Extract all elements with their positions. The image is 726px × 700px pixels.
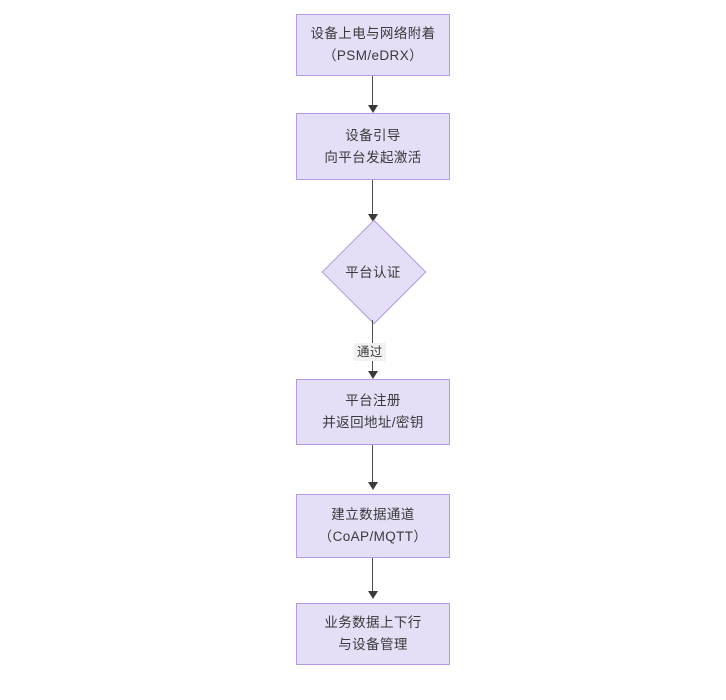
flow-node-business-data-line-1: 业务数据上下行 bbox=[324, 615, 422, 630]
flow-node-business-data[interactable]: 业务数据上下行 与设备管理 bbox=[296, 603, 450, 665]
flow-edge-n5-n6 bbox=[372, 558, 373, 591]
flow-node-device-bootstrap-line-1: 设备引导 bbox=[345, 127, 401, 143]
flow-arrowhead-n5-n6 bbox=[368, 591, 378, 599]
flow-edge-n4-n5 bbox=[372, 445, 373, 482]
flow-node-platform-register[interactable]: 平台注册 并返回地址/密钥 bbox=[296, 379, 450, 445]
flow-node-platform-auth-label: 平台认证 bbox=[345, 265, 401, 280]
flow-arrowhead-n4-n5 bbox=[368, 482, 378, 490]
flow-node-power-on-line-2: （PSM/eDRX） bbox=[322, 48, 424, 63]
flow-node-platform-register-line-1: 平台注册 bbox=[345, 393, 401, 408]
flow-node-business-data-line-2: 与设备管理 bbox=[338, 637, 408, 652]
flow-edge-label-pass: 通过 bbox=[354, 343, 386, 361]
flow-node-power-on[interactable]: 设备上电与网络附着 （PSM/eDRX） bbox=[296, 14, 450, 76]
flow-edge-n2-n3 bbox=[372, 180, 373, 214]
flow-node-device-bootstrap[interactable]: 设备引导 向平台发起激活 bbox=[296, 113, 450, 180]
flow-arrowhead-n1-n2 bbox=[368, 105, 378, 113]
flow-node-device-bootstrap-line-2: 向平台发起激活 bbox=[324, 149, 422, 165]
flow-node-data-channel-line-1: 建立数据通道 bbox=[331, 507, 415, 522]
flow-node-data-channel[interactable]: 建立数据通道 （CoAP/MQTT） bbox=[296, 494, 450, 558]
flow-edge-n1-n2 bbox=[372, 76, 373, 105]
flow-arrowhead-n3-n4 bbox=[368, 371, 378, 379]
flow-node-platform-auth[interactable]: 平台认证 bbox=[321, 219, 427, 325]
flow-node-platform-register-line-2: 并返回地址/密钥 bbox=[322, 415, 424, 430]
flow-node-power-on-line-1: 设备上电与网络附着 bbox=[310, 26, 436, 41]
flow-node-data-channel-line-2: （CoAP/MQTT） bbox=[318, 529, 428, 544]
flow-arrowhead-n2-n3 bbox=[368, 214, 378, 222]
